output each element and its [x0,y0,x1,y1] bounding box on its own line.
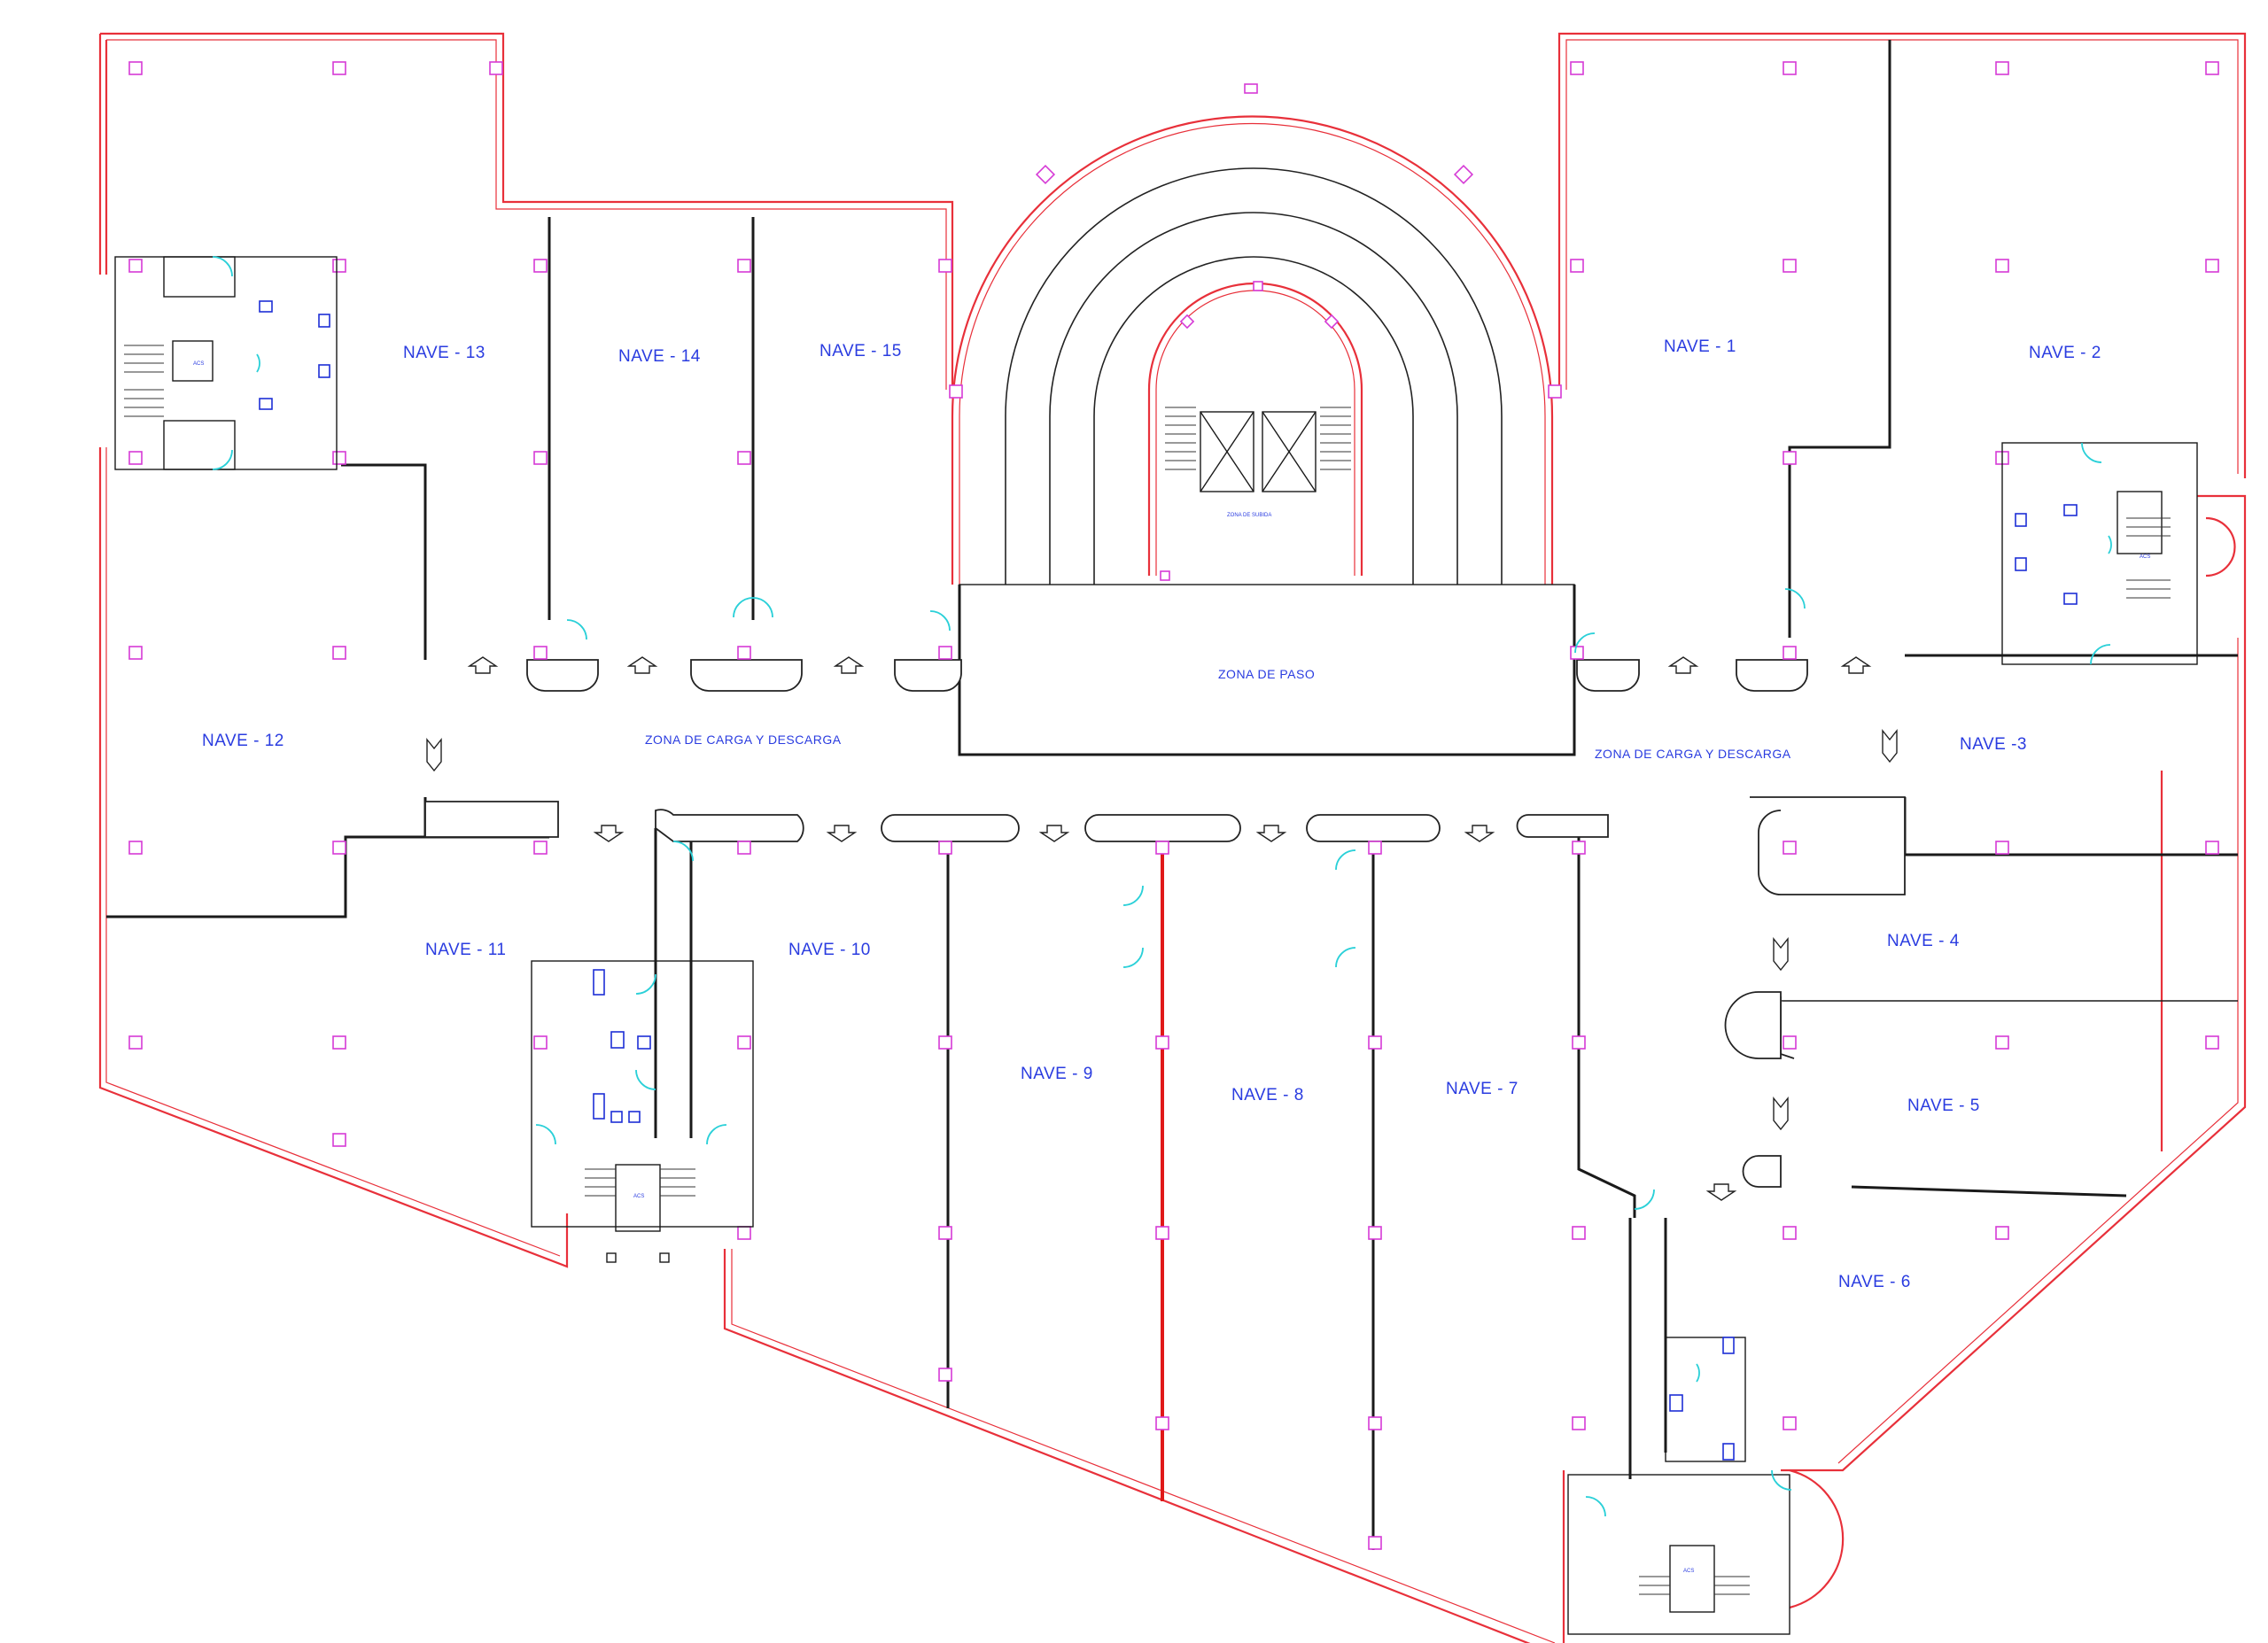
nave-labels: NAVE - 1 NAVE - 2 NAVE -3 NAVE - 4 NAVE … [202,337,2101,1291]
svg-text:ACS: ACS [633,1194,644,1199]
nave-14-label: NAVE - 14 [618,347,701,366]
nave-15-label: NAVE - 15 [819,342,902,360]
exterior-walls [98,32,2247,1643]
central-stairs [1165,407,1351,470]
nave-6-label: NAVE - 6 [1838,1273,1911,1291]
service-core-se [1567,1337,1792,1635]
nave-13-label: NAVE - 13 [403,344,485,362]
interior-walls [106,40,2238,1550]
zona-carga-east-label: ZONA DE CARGA Y DESCARGA [1595,747,1791,761]
zona-carga-west-label: ZONA DE CARGA Y DESCARGA [645,732,842,747]
zone-labels: ZONA DE PASO ZONA DE CARGA Y DESCARGA ZO… [645,667,1791,761]
svg-text:ACS: ACS [193,361,204,367]
service-core-sw [531,960,754,1263]
nave-9-label: NAVE - 9 [1021,1065,1093,1083]
nave-4-label: NAVE - 4 [1887,932,1960,950]
planters [424,659,1906,1188]
nave-12-label: NAVE - 12 [202,732,284,750]
zona-de-paso-label: ZONA DE PASO [1218,667,1315,681]
service-core-nw [114,256,338,470]
nave-8-label: NAVE - 8 [1231,1086,1304,1104]
traffic-arrows [426,656,1898,1201]
zona-de-paso-area [958,407,1576,756]
service-core-ne [2001,442,2236,665]
nave-10-label: NAVE - 10 [788,941,871,959]
svg-text:ACS: ACS [1683,1569,1694,1574]
svg-text:ZONA DE SUBIDA: ZONA DE SUBIDA [1227,513,1271,518]
structural-columns [128,61,2219,1550]
nave-11-label: NAVE - 11 [425,941,506,959]
bay-doors [566,588,1806,1210]
room-tags: ACS ACS ACS ACS ZONA DE SUBIDA [193,361,2150,1574]
nave-1-label: NAVE - 1 [1664,337,1736,356]
nave-2-label: NAVE - 2 [2029,344,2101,362]
nave-3-label: NAVE -3 [1960,735,2027,754]
nave-7-label: NAVE - 7 [1446,1080,1518,1098]
nave-5-label: NAVE - 5 [1907,1097,1980,1115]
svg-text:ACS: ACS [2140,554,2150,560]
arch-rings [1005,167,1503,585]
